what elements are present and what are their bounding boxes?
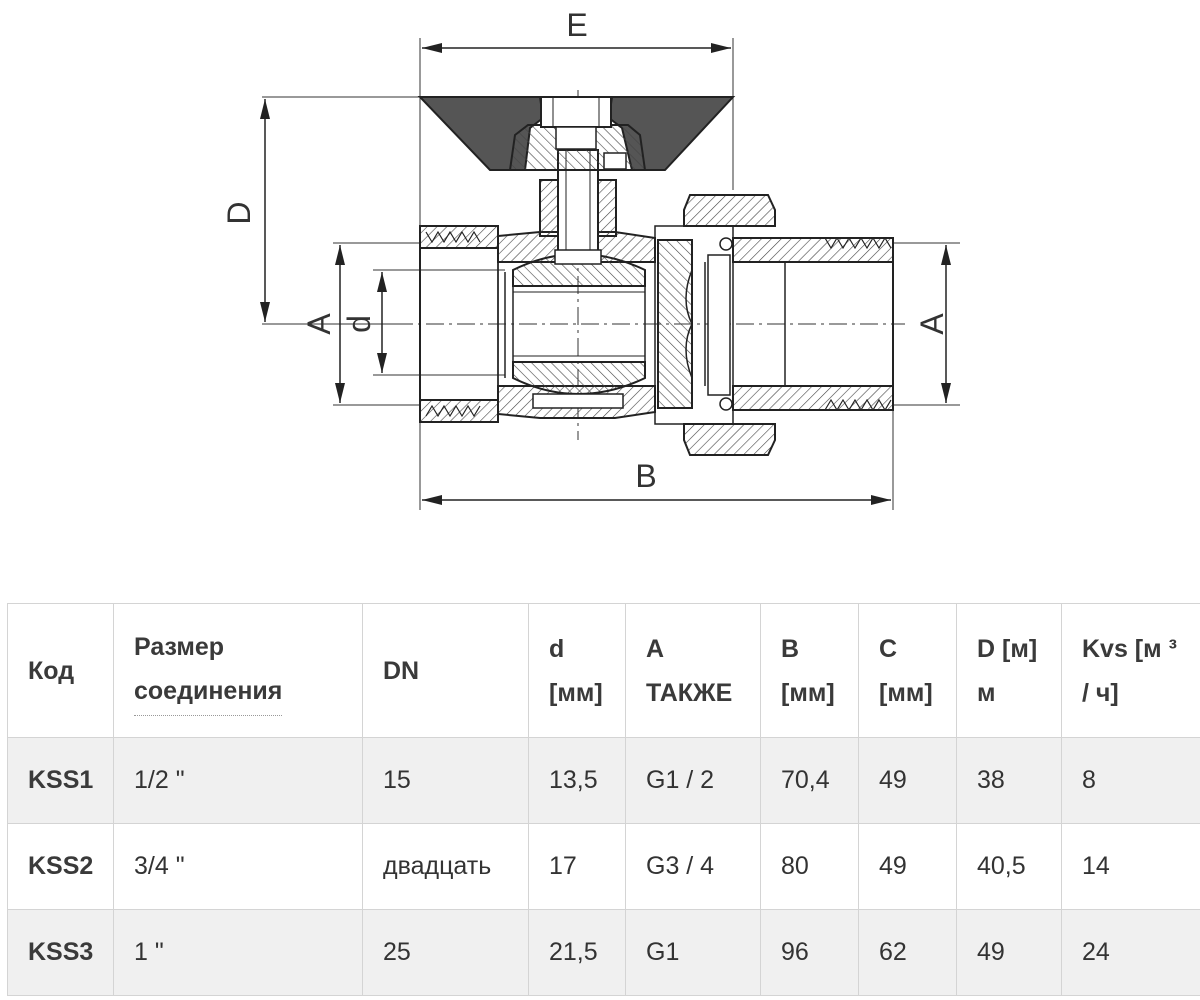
valve-ball (512, 253, 646, 409)
cell-dn: двадцать (362, 823, 529, 910)
cell-a: G3 / 4 (625, 823, 761, 910)
header-d: d[мм] (528, 603, 626, 738)
header-b: B[мм] (760, 603, 859, 738)
cell-d: 17 (528, 823, 626, 910)
cell-connection-size: 1 " (113, 909, 363, 996)
cell-code: KSS2 (7, 823, 114, 910)
dim-label-a-right: A (914, 313, 950, 335)
cell-dn: 25 (362, 909, 529, 996)
cell-c: 62 (858, 909, 957, 996)
cell-d-height: 38 (956, 737, 1062, 824)
header-kvs: Kvs [м ³/ ч] (1061, 603, 1200, 738)
header-dn: DN (362, 603, 529, 738)
cell-d: 21,5 (528, 909, 626, 996)
dim-label-d-bore: d (341, 315, 377, 333)
cell-d-height: 49 (956, 909, 1062, 996)
butterfly-handle (417, 96, 736, 171)
dim-label-d-height: D (221, 201, 257, 224)
header-d-height: D [м]м (956, 603, 1062, 738)
cell-code: KSS1 (7, 737, 114, 824)
right-tailpiece (732, 236, 894, 412)
dim-label-b: B (635, 458, 656, 494)
left-body-end (419, 225, 499, 423)
cell-b: 96 (760, 909, 859, 996)
header-c: C[мм] (858, 603, 957, 738)
cell-connection-size: 3/4 " (113, 823, 363, 910)
cell-d-height: 40,5 (956, 823, 1062, 910)
header-code: Код (7, 603, 114, 738)
cell-b: 80 (760, 823, 859, 910)
dim-label-e: E (566, 7, 587, 43)
cell-code: KSS3 (7, 909, 114, 996)
dimension-lines (260, 43, 951, 505)
cell-c: 49 (858, 737, 957, 824)
cell-kvs: 14 (1061, 823, 1200, 910)
cell-b: 70,4 (760, 737, 859, 824)
cell-kvs: 8 (1061, 737, 1200, 824)
cell-kvs: 24 (1061, 909, 1200, 996)
dim-label-a-left: A (301, 313, 337, 335)
table-row: KSS2 3/4 " двадцать 17 G3 / 4 80 49 40,5… (7, 823, 1200, 910)
valve-technical-drawing: E D A d A B (221, 7, 960, 510)
cell-dn: 15 (362, 737, 529, 824)
union-nut (654, 194, 776, 456)
cell-d: 13,5 (528, 737, 626, 824)
table-row: KSS1 1/2 " 15 13,5 G1 / 2 70,4 49 38 8 (7, 737, 1200, 824)
cell-a: G1 (625, 909, 761, 996)
cell-a: G1 / 2 (625, 737, 761, 824)
table-row: KSS3 1 " 25 21,5 G1 96 62 49 24 (7, 909, 1200, 996)
cell-c: 49 (858, 823, 957, 910)
cell-connection-size: 1/2 " (113, 737, 363, 824)
